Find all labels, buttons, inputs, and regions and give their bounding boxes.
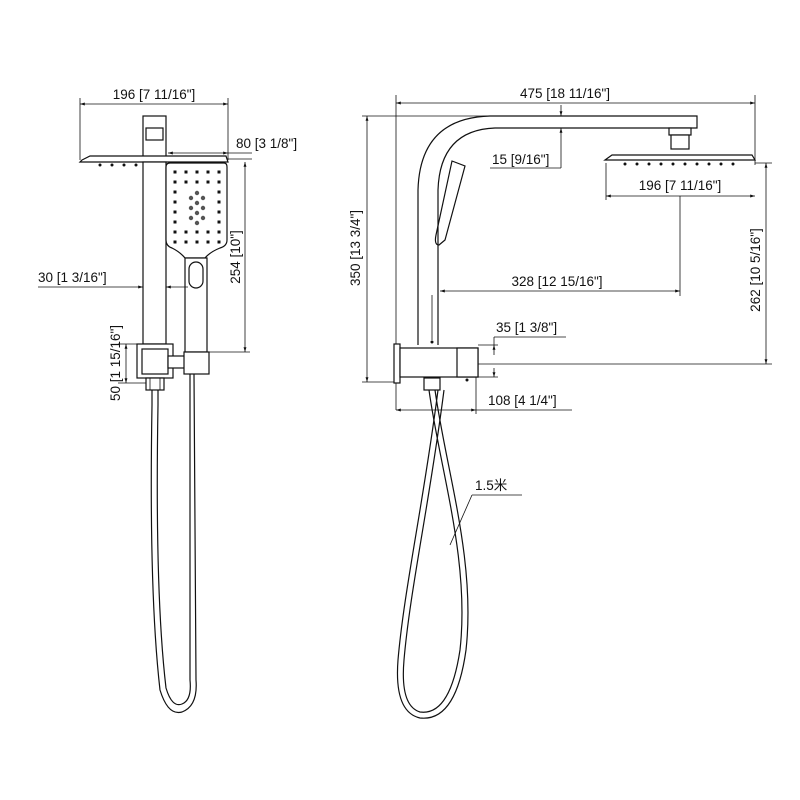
dim-head-width-label: 196 [7 11/16"] [113,87,196,102]
nozzle-dot [217,190,221,194]
dim-handheld-height-label: 254 [10"] [228,230,243,284]
dim-body-height-label: 35 [1 3/8"] [496,320,557,335]
nozzle-dot [635,162,639,166]
nozzle-dot [200,215,206,221]
shower-arm [417,115,698,345]
nozzle-dot [217,170,221,174]
hose-length-label: 1.5米 [475,478,508,493]
nozzle-dot [173,220,177,224]
nozzle-dot [173,240,177,244]
connector-nut [145,127,164,141]
nozzle-dot [173,180,177,184]
wall-plate [393,343,401,384]
nozzle-dot [719,162,723,166]
dim-handheld-width-label: 80 [3 1/8"] [236,136,297,151]
nozzle-dot [206,170,210,174]
nozzle-dot [173,170,177,174]
nozzle-dot [188,215,194,221]
nozzle-dot [217,210,221,214]
rain-shower-head [78,155,229,163]
handle-button [188,261,204,289]
nozzle-dot [206,180,210,184]
arm-connector [670,134,690,150]
dim-total-width-label: 475 [18 11/16"] [520,86,610,101]
nozzle-dot [707,162,711,166]
nozzle-dot [184,180,188,184]
nozzle-dot [217,220,221,224]
nozzle-dot [731,162,735,166]
side-view: 475 [18 11/16"] 15 [9/16"] 196 [7 11/16"… [348,86,772,719]
leader-line [449,494,473,546]
nozzle-dot [217,180,221,184]
nozzle-dot [173,210,177,214]
dim-pipe-width-label: 30 [1 3/16"] [38,270,107,285]
nozzle-dot [195,170,199,174]
nozzle-dot [195,240,199,244]
nozzle-dot [647,162,651,166]
nozzle-dot [683,162,687,166]
dim-bracket-height-label: 50 [1 15/16"] [108,325,123,401]
nozzle-dot [173,190,177,194]
dim-total-height-label: 350 [13 3/4"] [348,210,363,286]
nozzle-dot [195,230,199,234]
nozzle-dot [188,195,194,201]
nozzle-dot [184,230,188,234]
arm-connector-nut [668,127,692,136]
riser-pipe [142,161,167,345]
rain-shower-head [603,154,757,161]
nozzle-dot [194,200,200,206]
nozzle-dot [184,240,188,244]
nozzle-dot [173,230,177,234]
handheld-holder [183,351,210,375]
dim-reach-label: 328 [12 15/16"] [511,274,602,289]
shower-hose [150,373,197,714]
dim-head-width-label: 196 [7 11/16"] [639,178,722,193]
nozzle-dot [659,162,663,166]
nozzles [623,162,735,166]
nozzle-dot [188,205,194,211]
dim-body-depth-label: 108 [4 1/4"] [488,393,557,408]
nozzle-dot [194,210,200,216]
shower-hose [402,389,463,713]
nozzle-dot [184,170,188,174]
nozzle-dot [200,195,206,201]
nozzle-dot [217,200,221,204]
nozzle-dot [173,200,177,204]
nozzle-dot [217,240,221,244]
front-view: 196 [7 11/16"] 80 [3 1/8"] 254 [10"] [38,87,297,714]
nozzle-dot [200,205,206,211]
spray-nozzles [173,170,221,244]
holder-arm [167,355,186,369]
diverter-body [141,348,169,375]
nozzle-dot [195,180,199,184]
nozzle-dot [206,240,210,244]
nozzle-dot [206,230,210,234]
nozzle-dot [623,162,627,166]
nozzle-dot [217,230,221,234]
handheld-shower-head [434,160,466,246]
dim-arm-thickness-label: 15 [9/16"] [492,152,549,167]
nozzle-dot [194,220,200,226]
hose-nut [145,377,165,391]
handheld-handle [184,257,208,353]
nozzle-dot [695,162,699,166]
nozzle-dot [194,190,200,196]
hose-nut [423,377,441,391]
holder-block [456,347,479,378]
dim-head-height-label: 262 [10 5/16"] [748,228,763,312]
nozzle-dot [671,162,675,166]
